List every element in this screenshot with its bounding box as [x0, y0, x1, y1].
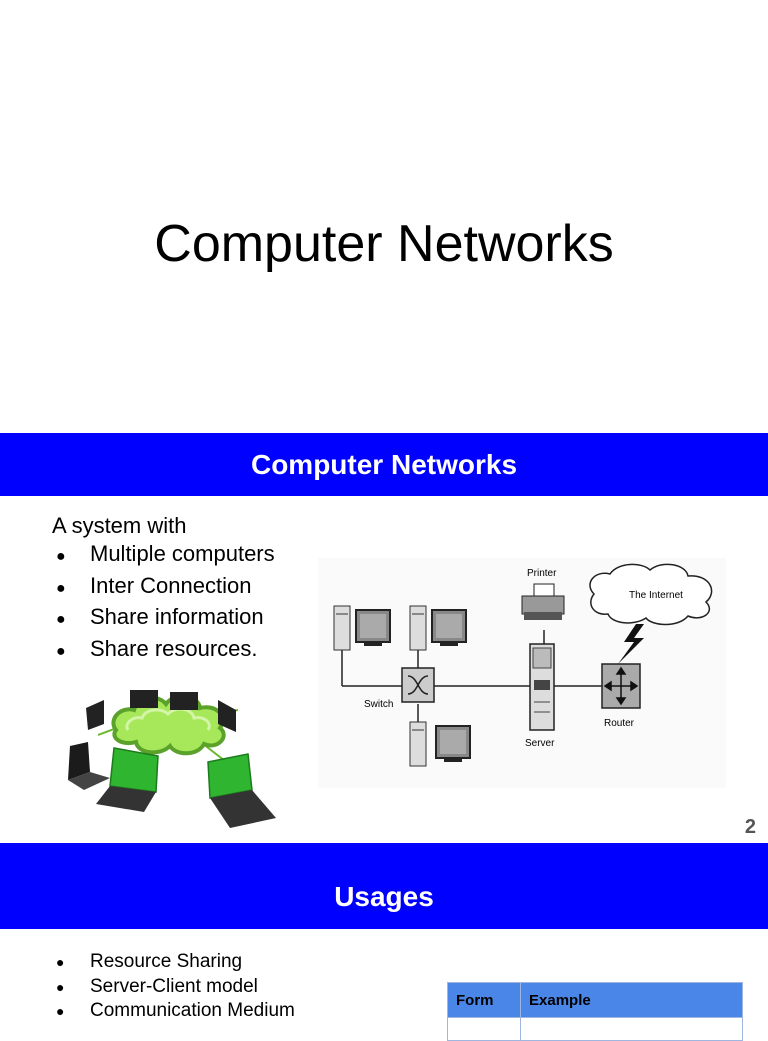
slide-title: Computer Networks — [154, 215, 614, 273]
table-header-row: Form Example — [447, 982, 743, 1018]
computer-icon — [333, 605, 391, 651]
network-diagram: Switch Printer Server The Internet Route… — [318, 558, 726, 788]
title-slide: Computer Networks — [0, 0, 768, 433]
router-icon — [601, 663, 641, 709]
server-label: Server — [525, 738, 555, 749]
list-item: ●Multiple computers — [56, 541, 275, 566]
table-header-example: Example — [520, 982, 743, 1018]
computer-icon — [409, 721, 471, 767]
usage-bullet-list: ●Resource Sharing ●Server-Client model ●… — [56, 950, 295, 1024]
slide3-header-bar: Usages — [0, 843, 768, 929]
slide3-header-title: Usages — [334, 881, 434, 912]
slide2-header-title: Computer Networks — [250, 449, 518, 480]
router-label: Router — [604, 718, 635, 729]
slide2-header-bar: Computer Networks — [0, 433, 768, 496]
list-item: ●Server-Client model — [56, 975, 258, 997]
intro-text: A system with — [52, 513, 187, 538]
list-item: ●Share information — [56, 604, 264, 629]
laptop-icon — [68, 690, 236, 790]
slide-number: 2 — [744, 816, 756, 838]
list-item: ●Inter Connection — [56, 572, 252, 598]
usage-table: Form Example — [447, 982, 743, 1041]
server-icon — [529, 643, 555, 731]
feature-bullet-list: ●Multiple computers ●Inter Connection ●S… — [56, 540, 275, 666]
lightning-icon — [618, 624, 644, 664]
computer-icon — [409, 605, 467, 651]
internet-label: The Internet — [629, 590, 683, 601]
cloud-icon — [589, 563, 713, 626]
cloud-icon — [111, 694, 226, 756]
laptop-icon — [96, 747, 276, 828]
list-item: ●Resource Sharing — [56, 951, 243, 972]
printer-label: Printer — [527, 568, 557, 579]
list-item: ●Share resources. — [56, 635, 258, 661]
switch-label: Switch — [364, 699, 393, 710]
table-header-form: Form — [447, 982, 521, 1018]
switch-icon — [401, 667, 435, 703]
list-item: ●Communication Medium — [56, 1000, 295, 1021]
cloud-laptops-illustration — [68, 690, 276, 828]
table-row — [447, 1017, 743, 1041]
printer-icon — [521, 583, 565, 620]
